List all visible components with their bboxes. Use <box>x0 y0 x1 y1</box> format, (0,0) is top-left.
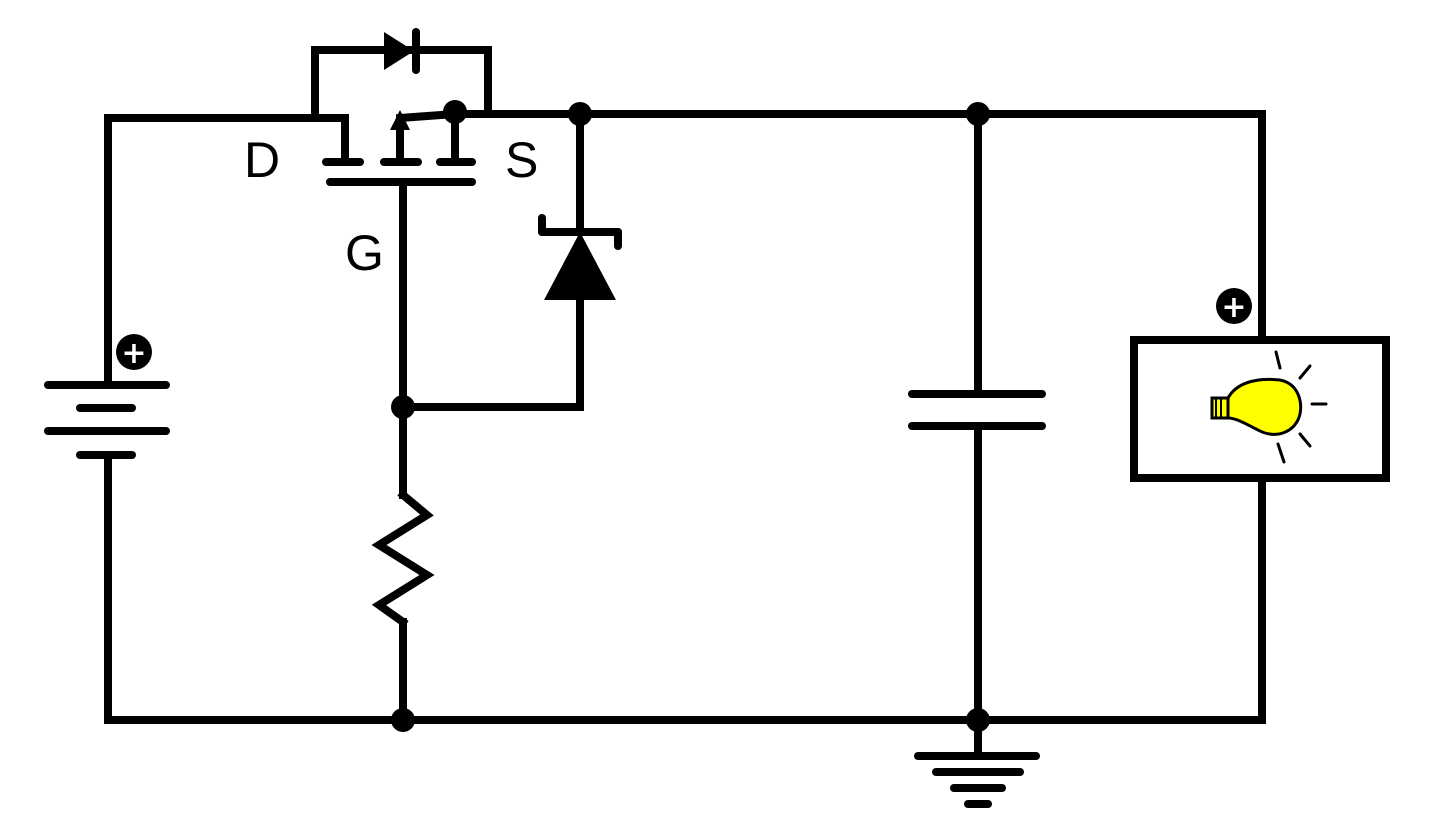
wires <box>104 46 1266 760</box>
battery-plus-label: + <box>121 336 146 371</box>
light-bulb-icon <box>1210 350 1328 464</box>
bulb-thread <box>1215 398 1222 418</box>
bulb-ray-4 <box>1298 432 1312 448</box>
junctions <box>391 100 990 732</box>
zener-triangle-icon <box>544 232 616 300</box>
source-label: S <box>505 132 538 188</box>
junction-gate <box>391 395 415 419</box>
load-plus-marker: + <box>1216 288 1252 325</box>
ground-icon <box>914 752 1040 808</box>
junction-bottom-cap <box>966 708 990 732</box>
mosfet-arrow-icon <box>390 110 410 130</box>
load-plus-label: + <box>1221 290 1246 325</box>
wire-diode-loop <box>311 46 492 114</box>
mosfet-symbol <box>322 110 476 186</box>
junction-bottom-left <box>391 708 415 732</box>
drain-label: D <box>244 132 280 188</box>
junction-zener-top <box>568 102 592 126</box>
resistor <box>371 489 435 628</box>
body-diode-triangle-icon <box>384 32 414 70</box>
bulb-ray-1 <box>1274 350 1282 370</box>
junction-source <box>443 100 467 124</box>
zener-diode <box>538 214 622 300</box>
gate-label: G <box>345 225 384 281</box>
bulb-glass <box>1226 377 1303 436</box>
battery-plus-circle <box>116 334 152 370</box>
battery <box>44 381 170 459</box>
wire-zener-lower <box>399 294 584 411</box>
junction-cap-top <box>966 102 990 126</box>
capacitor <box>908 390 1046 430</box>
battery-plus-marker: + <box>116 334 152 371</box>
mosfet-body-lead <box>396 110 459 166</box>
bulb-ray-2 <box>1298 364 1312 380</box>
load <box>1130 336 1390 482</box>
body-diode <box>384 28 420 74</box>
bulb-ray-5 <box>1276 442 1286 464</box>
load-plus-circle <box>1216 288 1252 324</box>
